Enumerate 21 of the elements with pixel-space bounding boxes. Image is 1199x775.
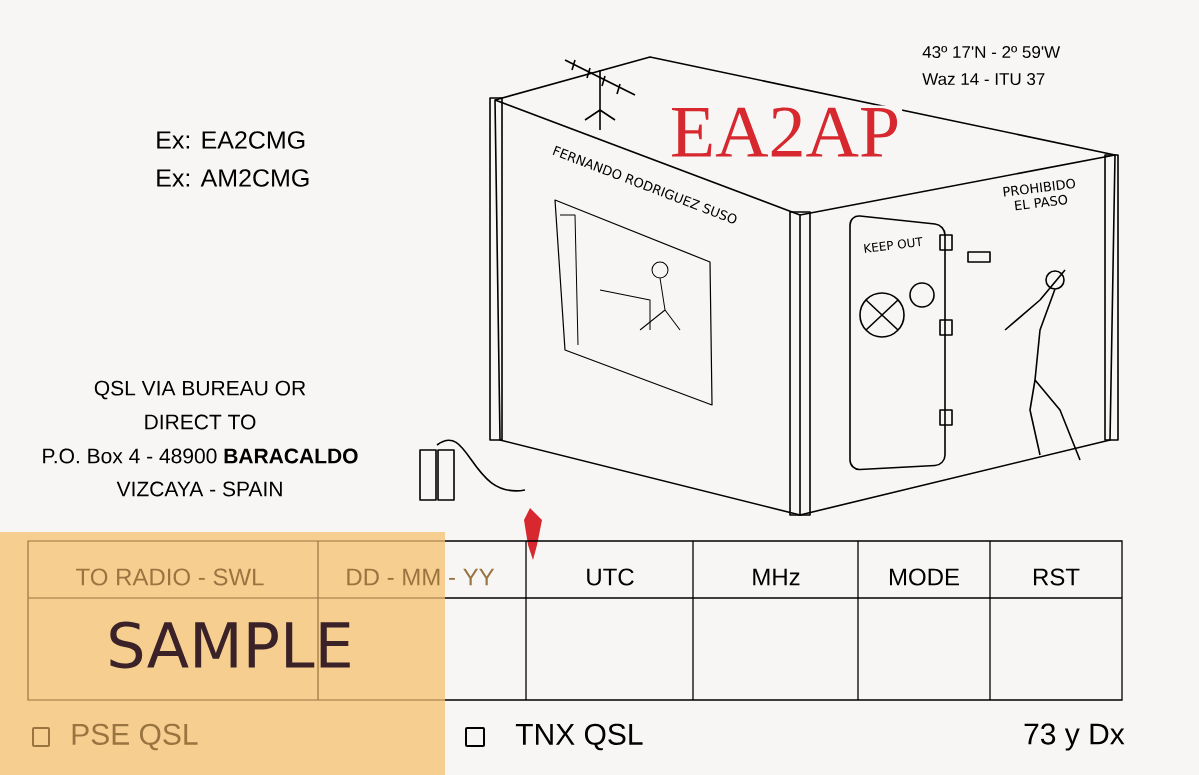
wall-lettering: PROHIBIDO EL PASO [1003,178,1075,211]
coordinates-text: 43º 17'N - 2º 59'W [922,45,1061,59]
column-header: TO RADIO - SWL [76,568,264,586]
door-lettering: KEEP OUT [864,237,923,253]
column-header: MHz [753,568,800,586]
column-header: MODE [890,568,959,586]
address-line: DIRECT TO [145,414,256,430]
column-header: UTC [587,568,634,586]
callsign-title: EA2AP [667,105,903,159]
checkbox-label: PSE QSL [72,723,198,751]
closing-text: 73 y Dx [1024,723,1125,751]
address-line: P.O. Box 4 - 48900 BARACALDO [43,448,358,464]
checkbox-label: TNX QSL [515,723,643,751]
column-header: RST [1034,568,1080,586]
former-callsign: Ex: EA2CMG [157,131,305,149]
address-line: VIZCAYA - SPAIN [116,481,282,497]
zone-text: Waz 14 - ITU 37 [922,72,1045,85]
handwritten-text: SAMPLE [110,621,350,669]
column-header: DD - MM - YY [347,568,495,586]
address-line: QSL VIA BUREAU OR [94,380,306,400]
former-callsign: Ex: AM2CMG [157,169,309,187]
